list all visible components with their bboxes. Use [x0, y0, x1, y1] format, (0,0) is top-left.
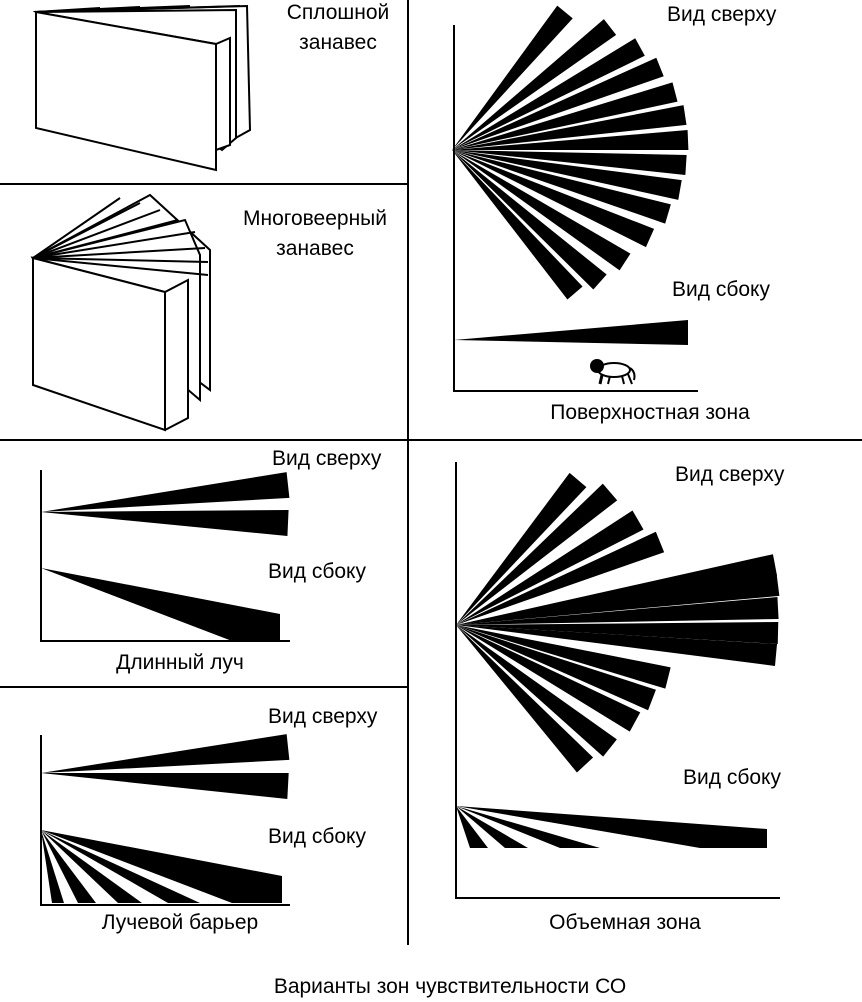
lion-leg-front-2 [607, 375, 611, 385]
volume-zone-top-beam-6 [456, 597, 779, 625]
multi-fan-curtain-label-line2: занавес [276, 237, 354, 260]
volume-zone-top-beam-13 [456, 625, 594, 773]
volume-zone-top-view-label: Вид сверху [675, 463, 785, 486]
surface-zone-top-beam-12 [452, 150, 607, 290]
volume-zone-top-beam-7 [456, 622, 779, 644]
volume-zone-top-beam-12 [456, 625, 617, 757]
multi-fan-fan-line-7 [32, 257, 209, 276]
surface-zone-top-beam-7 [452, 150, 687, 175]
volume-zone-side-beam-3 [456, 806, 488, 848]
long-beam-axes [40, 470, 290, 642]
surface-zone-top-beam-11 [452, 150, 631, 271]
volume-zone-side-beam-0 [456, 806, 767, 848]
surface-zone-top-beam-9 [452, 150, 671, 224]
lion-leg-back [621, 375, 625, 385]
surface-zone-side-beam [454, 320, 688, 345]
volume-zone-top-beam-1 [456, 483, 618, 625]
solid-curtain-fan-line-3 [35, 5, 241, 13]
multi-fan-curtain-book [30, 193, 211, 432]
beam-barrier-top-beam-2 [41, 773, 289, 799]
multi-fan-fan-line-0 [32, 197, 121, 259]
surface-zone-top-view-label: Вид сверху [667, 3, 777, 26]
long-beam-top-beam-1 [41, 472, 290, 512]
solid-curtain-cover [35, 10, 217, 172]
surface-zone-top-beam-4 [452, 82, 678, 150]
long-beam-side-beam [41, 568, 280, 641]
volume-zone-caption: Объемная зона [549, 911, 701, 934]
volume-zone-top-beam-8 [456, 625, 778, 666]
volume-zone-top-beam-10 [456, 625, 656, 711]
lion-leg-back-2 [627, 373, 633, 385]
solid-curtain-book [32, 4, 252, 172]
multi-fan-fan-line-2 [32, 209, 161, 259]
beam-barrier-side-beam-3 [41, 830, 96, 903]
solid-curtain-label-line2: занавес [299, 31, 377, 54]
beam-barrier-side-beam-1 [41, 830, 200, 903]
figure-caption: Варианты зон чувствительности СО [273, 975, 627, 998]
volume-zone-top-beam-4 [456, 554, 778, 625]
volume-zone-top-beam-9 [456, 625, 671, 689]
surface-zone-top-beam-3 [452, 57, 664, 150]
surface-zone-caption: Поверхностная зона [550, 401, 750, 424]
volume-zone-top-beam-0 [456, 472, 587, 625]
beam-barrier-side-view-label: Вид сбоку [268, 825, 366, 848]
long-beam-side-view-label: Вид сбоку [268, 560, 366, 583]
multi-fan-fan-line-1 [32, 202, 141, 259]
surface-zone-top-beam-1 [452, 19, 617, 151]
zone-beam-diagrams [40, 5, 780, 906]
multi-fan-fan-line-3 [32, 219, 179, 259]
panel-dividers [0, 0, 862, 945]
surface-zone-top-beam-13 [452, 150, 583, 300]
surface-zone-side-view-label: Вид сбоку [672, 278, 770, 301]
surface-zone-top-beam-5 [452, 105, 687, 150]
long-beam-caption: Длинный луч [116, 651, 244, 674]
volume-zone-top-beam-11 [456, 625, 641, 732]
multi-fan-fan-line-4 [32, 231, 196, 259]
surface-zone-top-beam-6 [452, 130, 689, 150]
beam-barrier-caption: Лучевой барьер [101, 911, 259, 934]
lion-icon [590, 359, 636, 385]
surface-zone-top-beam-10 [452, 150, 655, 248]
long-beam-top-view-label: Вид сверху [272, 447, 382, 470]
beam-barrier-axes [40, 735, 290, 906]
multi-fan-fan-line-5 [32, 247, 206, 259]
curtain-book-illustrations [30, 4, 252, 432]
beam-barrier-side-beam-0 [41, 830, 282, 903]
multi-fan-fan-line-6 [32, 257, 209, 263]
volume-zone-axes [455, 462, 780, 899]
lion-mane [590, 359, 604, 373]
beam-barrier-side-beam-4 [41, 830, 64, 903]
lion-leg-front [598, 374, 604, 385]
surface-zone-top-beam-0 [452, 5, 573, 151]
surface-zone-top-beam-2 [452, 38, 645, 150]
multi-fan-curtain-label-line1: Многовеерный [242, 207, 388, 230]
beam-barrier-side-beam-2 [41, 830, 142, 903]
volume-zone-side-view-label: Вид сбоку [683, 766, 781, 789]
beam-barrier-top-beam-1 [41, 734, 290, 773]
multi-fan-cover [32, 256, 166, 432]
volume-zone-top-beam-2 [456, 510, 644, 625]
beam-barrier-top-view-label: Вид сверху [268, 705, 378, 728]
volume-zone-top-beam-3 [456, 531, 665, 625]
long-beam-top-beam-2 [41, 510, 289, 536]
volume-zone-side-beam-1 [456, 806, 600, 848]
volume-zone-top-beam-5 [456, 574, 780, 625]
volume-zone-side-beam-2 [456, 806, 528, 848]
surface-zone-top-beam-8 [452, 150, 682, 200]
surface-zone-axes [453, 25, 698, 392]
solid-curtain-label-line1: Сплошной [286, 1, 390, 24]
lion-tail [629, 367, 636, 381]
